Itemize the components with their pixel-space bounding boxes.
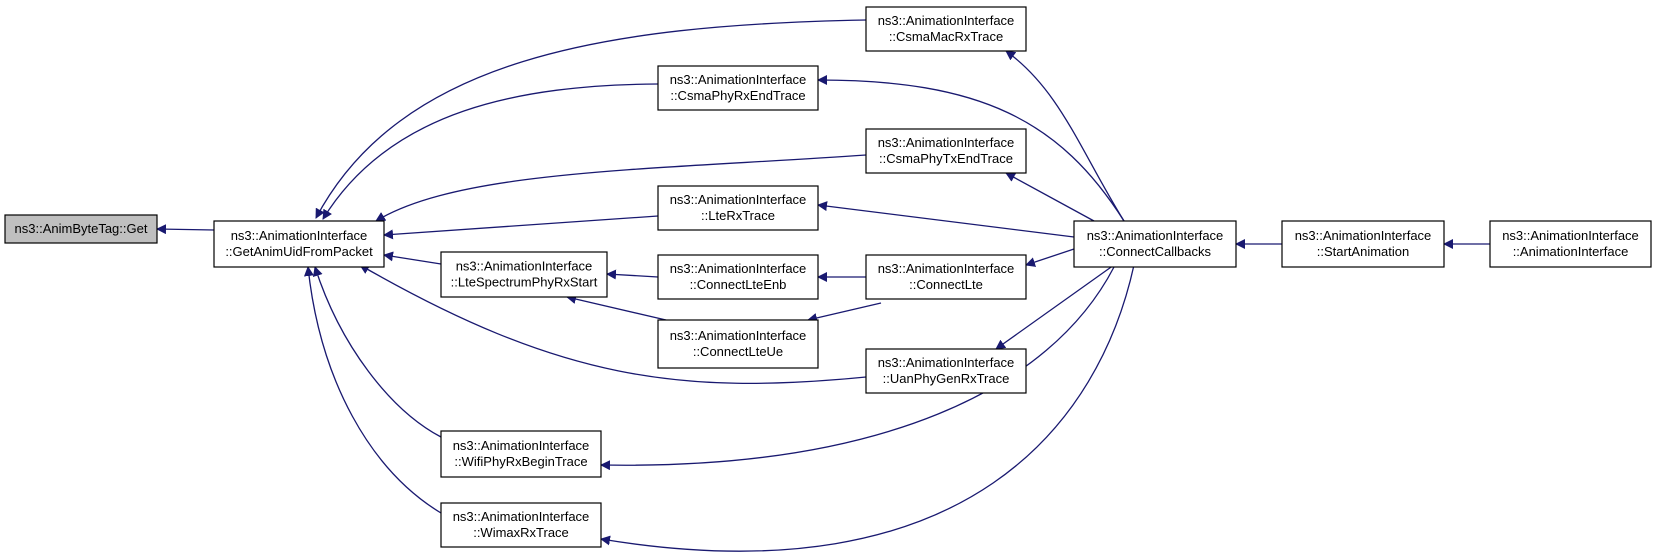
node-label: ns3::AnimationInterface	[878, 13, 1015, 28]
edge-connectcallbacks-to-connectlte	[1025, 248, 1075, 267]
node-get[interactable]: ns3::AnimByteTag::Get	[4, 214, 158, 244]
node-box[interactable]	[657, 319, 819, 369]
node-label: ns3::AnimationInterface	[878, 261, 1015, 276]
node-label: ns3::AnimationInterface	[1087, 228, 1224, 243]
node-label: ns3::AnimationInterface	[453, 438, 590, 453]
node-animinterface[interactable]: ns3::AnimationInterface::AnimationInterf…	[1489, 220, 1652, 268]
edge-connectcallbacks-to-csmaphytxend	[1005, 172, 1095, 222]
node-connectlteue[interactable]: ns3::AnimationInterface::ConnectLteUe	[657, 319, 819, 369]
node-box[interactable]	[440, 430, 602, 478]
node-label: ::ConnectLteEnb	[690, 277, 787, 292]
edge-connectcallbacks-to-wimaxrx	[600, 264, 1135, 552]
node-box[interactable]	[865, 254, 1027, 300]
node-csmaphytxend[interactable]: ns3::AnimationInterface::CsmaPhyTxEndTra…	[865, 128, 1027, 174]
node-label: ns3::AnimationInterface	[231, 228, 368, 243]
node-wifiphyrxbegin[interactable]: ns3::AnimationInterface::WifiPhyRxBeginT…	[440, 430, 602, 478]
node-label: ::AnimationInterface	[1513, 244, 1629, 259]
node-getanim[interactable]: ns3::AnimationInterface::GetAnimUidFromP…	[213, 220, 385, 268]
node-box[interactable]	[4, 214, 158, 244]
edge-wimaxrx-to-getanim	[303, 266, 442, 514]
node-uanphygenrx[interactable]: ns3::AnimationInterface::UanPhyGenRxTrac…	[865, 348, 1027, 394]
node-label: ::LteRxTrace	[701, 208, 775, 223]
node-label: ns3::AnimByteTag::Get	[15, 221, 148, 236]
edge-layer	[156, 19, 1490, 552]
node-label: ::LteSpectrumPhyRxStart	[451, 275, 598, 290]
node-box[interactable]	[657, 254, 819, 300]
edge-csmaphyrxend-to-getanim	[322, 83, 659, 220]
node-label: ::StartAnimation	[1317, 244, 1410, 259]
edge-connectlteenb-to-ltespectrum	[606, 269, 659, 280]
node-ltespectrum[interactable]: ns3::AnimationInterface::LteSpectrumPhyR…	[440, 251, 608, 298]
node-label: ns3::AnimationInterface	[670, 261, 807, 276]
node-box[interactable]	[657, 65, 819, 111]
node-csmaphyrxend[interactable]: ns3::AnimationInterface::CsmaPhyRxEndTra…	[657, 65, 819, 111]
node-connectlte[interactable]: ns3::AnimationInterface::ConnectLte	[865, 254, 1027, 300]
node-box[interactable]	[865, 6, 1027, 52]
node-box[interactable]	[440, 502, 602, 548]
edge-connectcallbacks-to-wifiphyrxbegin	[600, 266, 1115, 471]
edge-uanphygenrx-to-getanim	[359, 264, 867, 384]
node-box[interactable]	[865, 128, 1027, 174]
node-label: ns3::AnimationInterface	[670, 72, 807, 87]
node-connectcallbacks[interactable]: ns3::AnimationInterface::ConnectCallback…	[1073, 220, 1237, 268]
node-label: ns3::AnimationInterface	[670, 192, 807, 207]
edge-getanim-to-get	[156, 224, 215, 235]
node-label: ::ConnectLte	[909, 277, 983, 292]
edge-connectcallbacks-to-csmamacrx	[1005, 50, 1125, 222]
node-label: ns3::AnimationInterface	[878, 355, 1015, 370]
edge-csmaphytxend-to-getanim	[375, 154, 867, 222]
node-label: ns3::AnimationInterface	[456, 259, 593, 274]
edge-connectcallbacks-to-lterx	[817, 201, 1075, 238]
edge-ltespectrum-to-getanim	[383, 251, 442, 265]
node-label: ::ConnectCallbacks	[1099, 244, 1211, 259]
node-connectlteenb[interactable]: ns3::AnimationInterface::ConnectLteEnb	[657, 254, 819, 300]
node-lterx[interactable]: ns3::AnimationInterface::LteRxTrace	[657, 185, 819, 231]
node-label: ns3::AnimationInterface	[1502, 228, 1639, 243]
edge-connectcallbacks-to-csmaphyrxend	[817, 75, 1125, 222]
node-box[interactable]	[440, 251, 608, 298]
node-label: ::ConnectLteUe	[693, 344, 783, 359]
node-label: ::CsmaPhyRxEndTrace	[670, 88, 805, 103]
node-label: ::CsmaMacRxTrace	[889, 29, 1003, 44]
edge-connectlteue-to-ltespectrum	[566, 294, 667, 321]
node-label: ns3::AnimationInterface	[453, 509, 590, 524]
edge-csmamacrx-to-getanim	[315, 19, 867, 219]
node-wimaxrx[interactable]: ns3::AnimationInterface::WimaxRxTrace	[440, 502, 602, 548]
edge-wifiphyrxbegin-to-getanim	[312, 266, 442, 438]
node-label: ::UanPhyGenRxTrace	[883, 371, 1010, 386]
node-box[interactable]	[865, 348, 1027, 394]
node-box[interactable]	[1281, 220, 1445, 268]
node-startanimation[interactable]: ns3::AnimationInterface::StartAnimation	[1281, 220, 1445, 268]
node-label: ::GetAnimUidFromPacket	[225, 244, 373, 259]
node-box[interactable]	[213, 220, 385, 268]
node-label: ::WifiPhyRxBeginTrace	[454, 454, 587, 469]
node-label: ns3::AnimationInterface	[670, 328, 807, 343]
node-label: ::WimaxRxTrace	[473, 525, 569, 540]
node-csmamacrx[interactable]: ns3::AnimationInterface::CsmaMacRxTrace	[865, 6, 1027, 52]
edge-connectlte-to-connectlteue	[807, 302, 882, 323]
node-box[interactable]	[1073, 220, 1237, 268]
node-label: ns3::AnimationInterface	[1295, 228, 1432, 243]
node-label: ns3::AnimationInterface	[878, 135, 1015, 150]
edge-lterx-to-getanim	[383, 215, 659, 240]
node-box[interactable]	[657, 185, 819, 231]
node-box[interactable]	[1489, 220, 1652, 268]
node-label: ::CsmaPhyTxEndTrace	[879, 151, 1013, 166]
edge-connectcallbacks-to-uanphygenrx	[995, 264, 1115, 350]
